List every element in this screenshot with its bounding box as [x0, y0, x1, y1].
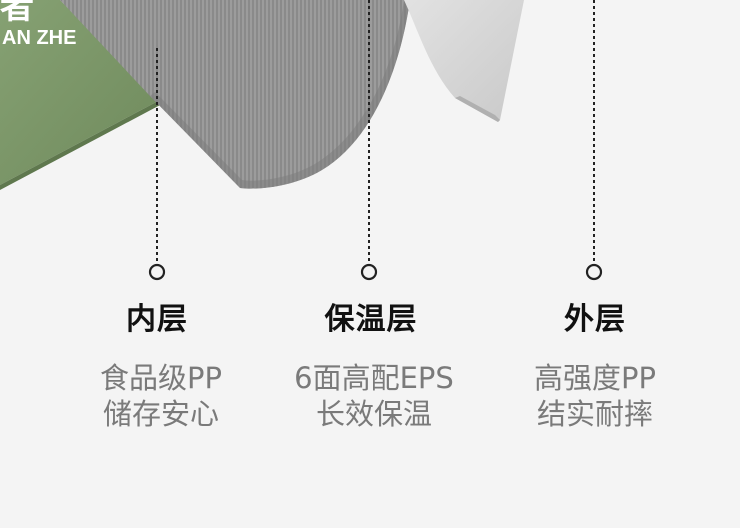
connector-marker-inner	[148, 263, 166, 281]
layer-desc-line: 结实耐摔	[536, 397, 653, 431]
layer-title-inner: 内层	[126, 302, 188, 337]
layer-desc-line: 高强度PP	[534, 361, 656, 395]
outer-shell-edge	[0, 100, 162, 190]
layer-desc-insulation: 6面高配EPS 长效保温	[254, 360, 494, 432]
layer-title-outer: 外层	[564, 302, 626, 337]
brand-logo-glyph: 者	[0, 0, 34, 27]
layer-title-insulation: 保温层	[324, 302, 418, 337]
layer-desc-line: 长效保温	[315, 397, 432, 431]
connector-marker-outer	[585, 263, 603, 281]
layer-desc-outer: 高强度PP 结实耐摔	[475, 360, 715, 432]
inner-layer	[404, 0, 524, 122]
layer-desc-inner: 食品级PP 储存安心	[41, 360, 281, 432]
connector-marker-insulation	[360, 263, 378, 281]
brand-text: AN ZHE	[2, 27, 76, 49]
layer-desc-line: 食品级PP	[100, 361, 222, 395]
layer-desc-line: 6面高配EPS	[294, 361, 454, 395]
outer-shell-green	[0, 0, 160, 185]
insulation-layer	[60, 0, 410, 189]
layer-desc-line: 储存安心	[102, 397, 219, 431]
